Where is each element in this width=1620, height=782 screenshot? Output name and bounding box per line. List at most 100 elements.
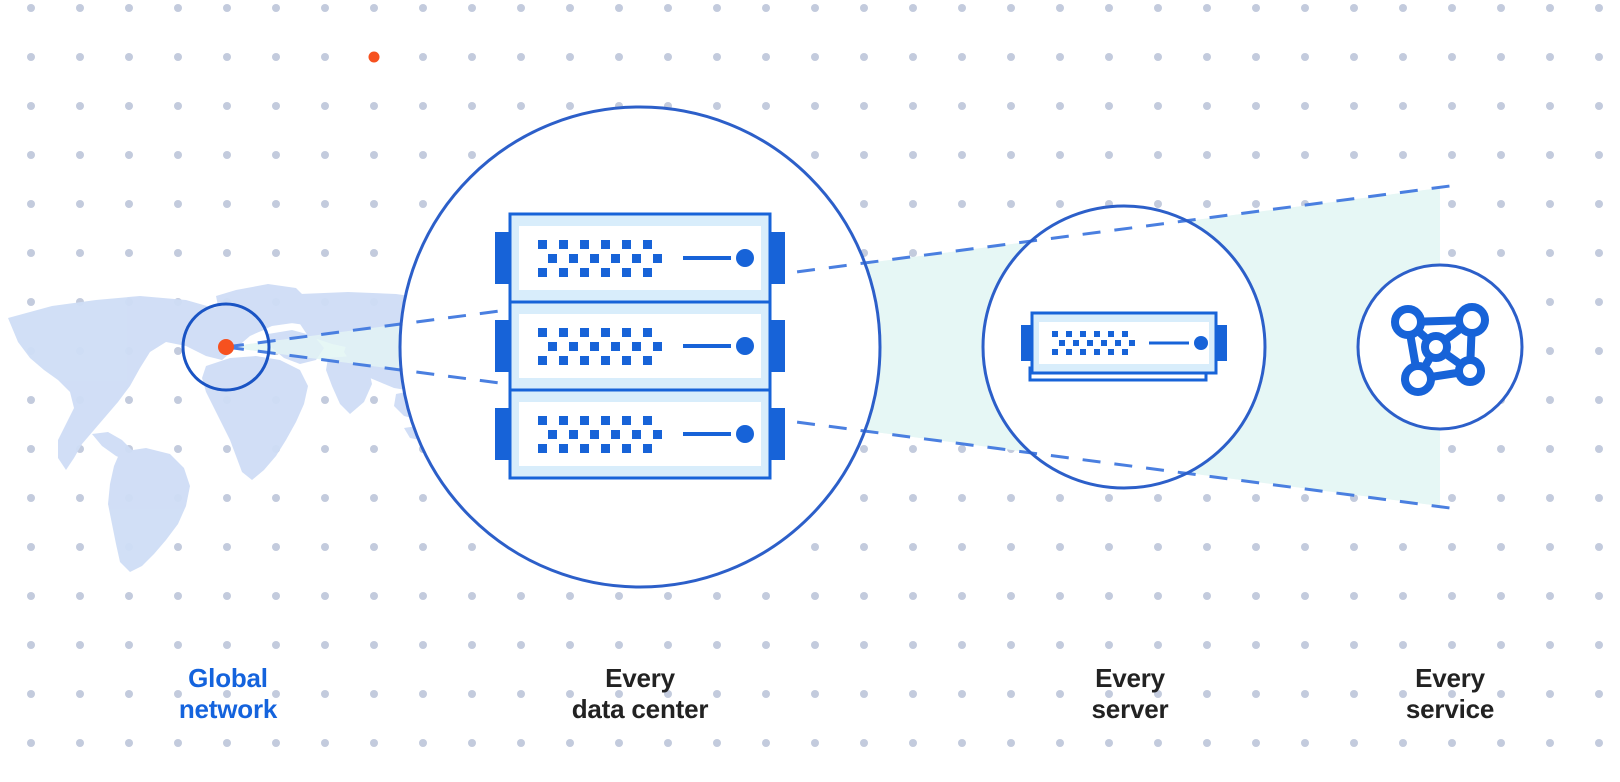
server-unit	[1019, 311, 1229, 375]
grid-dot	[615, 641, 623, 649]
grid-dot	[1007, 4, 1015, 12]
grid-dot	[370, 592, 378, 600]
grid-dot	[1105, 641, 1113, 649]
service-circle	[1356, 263, 1524, 431]
grid-dot	[1546, 249, 1554, 257]
grid-dot	[1546, 347, 1554, 355]
grid-dot	[1301, 739, 1309, 747]
grid-dot	[272, 53, 280, 61]
grid-dot	[1595, 445, 1603, 453]
grid-dot	[811, 543, 819, 551]
rack-unit-2	[493, 300, 787, 392]
grid-dot	[321, 543, 329, 551]
grid-dot	[664, 641, 672, 649]
grid-dot	[76, 592, 84, 600]
grid-dot	[1497, 200, 1505, 208]
grid-dot	[76, 4, 84, 12]
grid-dot	[125, 739, 133, 747]
grid-dot	[223, 200, 231, 208]
grid-dot	[1203, 592, 1211, 600]
grid-dot	[223, 543, 231, 551]
grid-dot	[762, 739, 770, 747]
grid-dot	[1154, 592, 1162, 600]
grid-dot	[174, 543, 182, 551]
grid-dot	[125, 102, 133, 110]
grid-dot	[1301, 641, 1309, 649]
grid-dot	[1056, 4, 1064, 12]
server-circle	[981, 204, 1267, 490]
grid-dot	[272, 494, 280, 502]
grid-dot	[909, 543, 917, 551]
grid-dot	[419, 739, 427, 747]
grid-dot	[125, 151, 133, 159]
grid-dot	[321, 102, 329, 110]
grid-dot	[1203, 4, 1211, 12]
grid-dot	[321, 739, 329, 747]
grid-dot	[566, 53, 574, 61]
grid-dot	[370, 494, 378, 502]
grid-dot	[1007, 53, 1015, 61]
grid-dot	[1448, 102, 1456, 110]
grid-dot	[909, 641, 917, 649]
grid-dot	[1007, 151, 1015, 159]
grid-dot	[1497, 151, 1505, 159]
grid-dot	[370, 739, 378, 747]
grid-dot	[1154, 739, 1162, 747]
grid-dot	[1252, 200, 1260, 208]
grid-dot	[1203, 102, 1211, 110]
grid-dot	[1007, 690, 1015, 698]
grid-dot	[517, 592, 525, 600]
grid-dot	[909, 690, 917, 698]
grid-dot	[27, 249, 35, 257]
grid-dot	[1154, 4, 1162, 12]
grid-dot	[1301, 53, 1309, 61]
grid-dot	[1497, 4, 1505, 12]
grid-dot	[1350, 739, 1358, 747]
grid-dot	[517, 641, 525, 649]
grid-dot	[1203, 53, 1211, 61]
grid-dot	[1595, 543, 1603, 551]
grid-dot	[1056, 53, 1064, 61]
grid-dot	[1546, 396, 1554, 404]
grid-dot	[468, 543, 476, 551]
grid-dot	[713, 739, 721, 747]
grid-dot	[27, 494, 35, 502]
grid-dot	[370, 690, 378, 698]
grid-dot	[1154, 102, 1162, 110]
grid-dot	[664, 690, 672, 698]
grid-dot	[1497, 249, 1505, 257]
grid-dot	[909, 200, 917, 208]
grid-dot	[468, 641, 476, 649]
grid-dot	[1546, 200, 1554, 208]
grid-dot	[1546, 53, 1554, 61]
grid-dot-accent	[368, 51, 380, 63]
grid-dot	[1350, 592, 1358, 600]
grid-dot	[1448, 494, 1456, 502]
grid-dot	[1399, 690, 1407, 698]
grid-dot	[223, 739, 231, 747]
grid-dot	[762, 102, 770, 110]
grid-dot	[468, 53, 476, 61]
grid-dot	[1056, 739, 1064, 747]
grid-dot	[1497, 445, 1505, 453]
grid-dot	[1007, 592, 1015, 600]
grid-dot	[713, 641, 721, 649]
grid-dot	[419, 102, 427, 110]
grid-dot	[419, 690, 427, 698]
grid-dot	[566, 4, 574, 12]
grid-dot	[1350, 641, 1358, 649]
grid-dot	[713, 53, 721, 61]
grid-dot	[1056, 690, 1064, 698]
grid-dot	[223, 4, 231, 12]
grid-dot	[27, 592, 35, 600]
grid-dot	[1056, 151, 1064, 159]
grid-dot	[811, 151, 819, 159]
label-global-network: Global network	[178, 663, 278, 724]
grid-dot	[1595, 249, 1603, 257]
grid-dot	[664, 739, 672, 747]
grid-dot	[223, 102, 231, 110]
grid-dot	[1595, 53, 1603, 61]
grid-dot	[174, 592, 182, 600]
grid-dot	[958, 494, 966, 502]
grid-dot	[419, 494, 427, 502]
